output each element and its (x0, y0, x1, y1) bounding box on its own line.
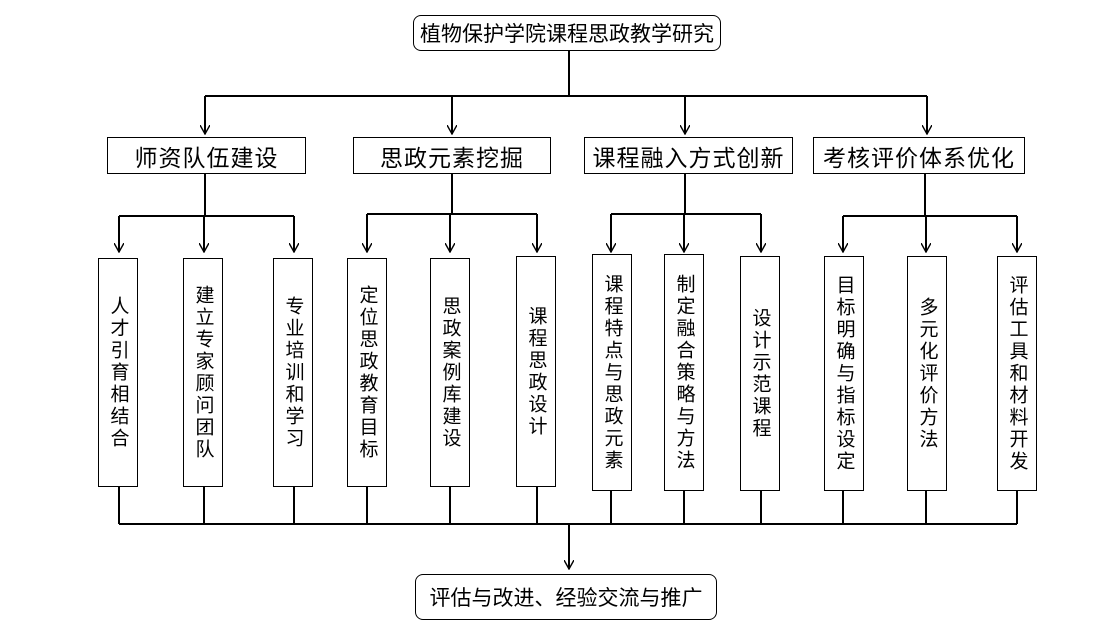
category-label: 课程融入方式创新 (592, 145, 785, 172)
outcome-label: 评估与改进、经验交流与推广 (429, 586, 703, 610)
category-node-course-integration: 课程融入方式创新 (584, 137, 793, 174)
leaf-label: 定位思政教育目标 (356, 284, 379, 461)
leaf-label: 思政案例库建设 (439, 295, 462, 450)
leaf-node: 人才引育相结合 (98, 258, 138, 487)
category-node-teaching-staff: 师资队伍建设 (107, 137, 306, 174)
leaf-node: 制定融合策略与方法 (664, 254, 704, 491)
category-node-ideological-elements: 思政元素挖掘 (353, 137, 551, 174)
outcome-node: 评估与改进、经验交流与推广 (415, 574, 717, 620)
category-label: 思政元素挖掘 (380, 145, 524, 172)
leaf-label: 多元化评价方法 (916, 296, 939, 451)
leaf-label: 评估工具和材料开发 (1006, 274, 1029, 473)
leaf-label: 专业培训和学习 (282, 295, 305, 450)
leaf-node: 思政案例库建设 (430, 258, 470, 487)
leaf-label: 课程思政设计 (525, 305, 548, 438)
category-label: 考核评价体系优化 (823, 145, 1015, 172)
leaf-label: 课程特点与思政元素 (601, 273, 624, 472)
leaf-label: 设计示范课程 (749, 307, 772, 440)
root-label: 植物保护学院课程思政教学研究 (420, 22, 714, 46)
leaf-node: 目标明确与指标设定 (824, 256, 864, 491)
leaf-node: 定位思政教育目标 (347, 258, 387, 487)
category-label: 师资队伍建设 (134, 145, 279, 172)
leaf-node: 课程思政设计 (516, 256, 556, 487)
leaf-label: 建立专家顾问团队 (192, 284, 215, 461)
leaf-label: 目标明确与指标设定 (833, 274, 856, 473)
leaf-node: 多元化评价方法 (907, 256, 947, 491)
leaf-label: 制定融合策略与方法 (673, 273, 696, 472)
leaf-node: 专业培训和学习 (273, 258, 313, 487)
leaf-node: 评估工具和材料开发 (997, 256, 1037, 491)
category-node-assessment-system: 考核评价体系优化 (813, 137, 1025, 174)
leaf-node: 课程特点与思政元素 (592, 254, 632, 491)
leaf-node: 建立专家顾问团队 (183, 258, 223, 487)
leaf-node: 设计示范课程 (740, 256, 780, 491)
root-node: 植物保护学院课程思政教学研究 (413, 15, 721, 51)
leaf-label: 人才引育相结合 (107, 295, 130, 450)
